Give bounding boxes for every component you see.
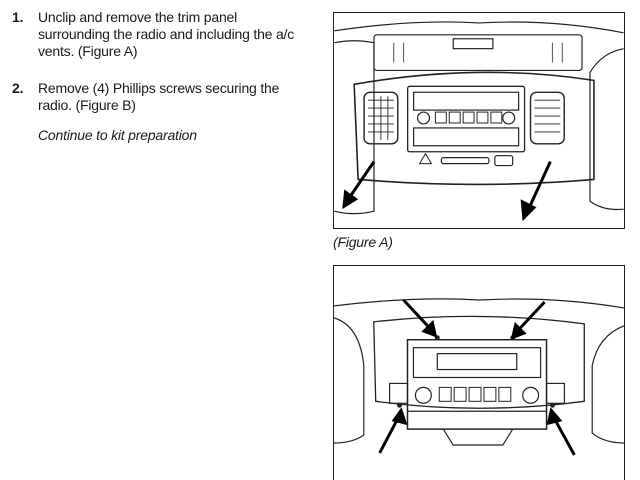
- step-number: 1.: [12, 9, 24, 25]
- figure-b-illustration: [333, 265, 625, 480]
- figure-a-illustration: [333, 12, 625, 229]
- step-1: 1. Unclip and remove the trim panel surr…: [12, 9, 302, 60]
- step-2: 2. Remove (4) Phillips screws securing t…: [12, 80, 302, 114]
- step-number: 2.: [12, 80, 24, 96]
- step-text: Remove (4) Phillips screws securing the …: [38, 80, 280, 113]
- figure-a-caption: (Figure A): [333, 234, 393, 250]
- continue-note: Continue to kit preparation: [38, 127, 197, 143]
- step-text: Unclip and remove the trim panel surroun…: [38, 9, 295, 59]
